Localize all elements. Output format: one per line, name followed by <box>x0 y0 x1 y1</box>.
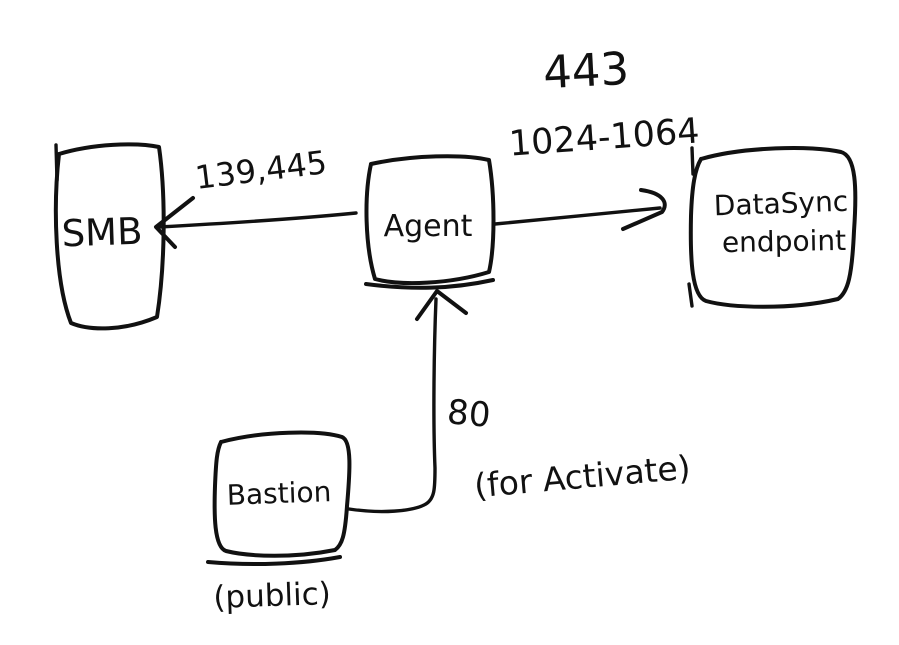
datasync-label-line1: DataSync <box>713 185 848 223</box>
agent-box-underline <box>364 278 495 290</box>
agent-node: Agent <box>364 154 496 290</box>
datasync-label-line2: endpoint <box>722 224 847 259</box>
datasync-box-outline <box>688 146 858 309</box>
datasync-box-tick-top <box>690 146 695 176</box>
bastion-node: Bastion (public) <box>206 430 352 616</box>
agent-to-smb-ports-label: 139,445 <box>193 143 329 197</box>
bastion-to-agent-arrowhead <box>415 289 468 321</box>
bastion-box-outline <box>212 430 352 558</box>
bastion-label: Bastion <box>226 475 332 512</box>
agent-to-smb-arrowhead <box>154 196 195 249</box>
edge-agent-to-smb: 139,445 <box>154 143 358 249</box>
bastion-to-agent-shaft <box>347 297 438 514</box>
agent-to-datasync-port-range-label: 1024-1064 <box>508 111 701 164</box>
bastion-public-caption: (public) <box>213 576 332 616</box>
edge-bastion-to-agent: 80 (for Activate) <box>347 289 692 514</box>
agent-label: Agent <box>384 209 473 244</box>
edge-agent-to-datasync: 443 1024-1064 <box>493 42 701 231</box>
bastion-box-underline <box>206 555 342 567</box>
agent-to-datasync-shaft <box>493 206 662 226</box>
datasync-box-tick-bottom <box>687 282 694 308</box>
agent-to-datasync-arrowhead <box>621 188 667 231</box>
bastion-to-agent-port-label: 80 <box>446 392 493 436</box>
agent-box-outline <box>364 154 496 286</box>
datasync-node: DataSync endpoint <box>687 146 858 309</box>
smb-box-outline <box>53 142 166 331</box>
smb-node: SMB <box>53 142 166 331</box>
agent-to-datasync-port-443-label: 443 <box>542 42 631 99</box>
bastion-to-agent-activate-caption: (for Activate) <box>473 448 692 506</box>
smb-label: SMB <box>61 210 143 256</box>
agent-to-smb-shaft <box>157 211 358 229</box>
smb-box-tick <box>54 143 59 182</box>
